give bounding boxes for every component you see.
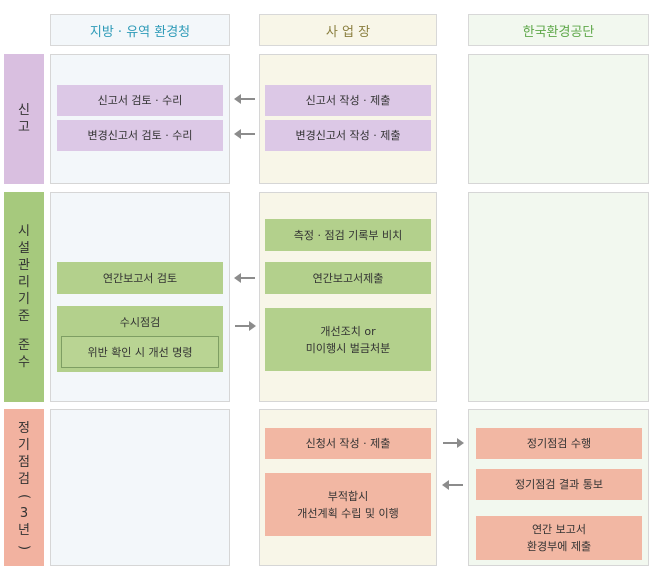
row-label-char: 점 <box>18 454 30 470</box>
box-inspection-result: 정기점검 결과 통보 <box>476 469 642 500</box>
row-label-char: 설 <box>18 241 30 256</box>
box-periodic-inspection: 정기점검 수행 <box>476 428 642 459</box>
row-label-char: 준 <box>18 338 30 353</box>
box-annual-submit: 연간보고서제출 <box>265 262 431 294</box>
panel-corp-report <box>468 54 649 184</box>
box-report-write: 신고서 작성 · 제출 <box>265 85 431 116</box>
row-label-char: 리 <box>18 275 30 290</box>
box-inspection-group: 수시점검 위반 확인 시 개선 명령 <box>57 306 223 372</box>
header-korea-env-corp: 한국환경공단 <box>468 14 649 46</box>
row-label-char: 수 <box>18 355 30 370</box>
box-change-report-write: 변경신고서 작성 · 제출 <box>265 120 431 151</box>
box-annual-report-ministry: 연간 보고서 환경부에 제출 <box>476 516 642 560</box>
panel-workplace-report <box>259 54 437 184</box>
row-label-char: 신 <box>18 103 30 118</box>
box-report-review: 신고서 검토 · 수리 <box>57 85 223 116</box>
box-application-submit: 신청서 작성 · 제출 <box>265 428 431 459</box>
row-label-char: 시 <box>18 224 30 239</box>
arrow-left-icon <box>234 129 255 139</box>
arrow-left-icon <box>234 273 255 283</box>
row-label-char: 기 <box>18 437 30 453</box>
row-label-char: ) <box>16 544 32 550</box>
box-inspection: 수시점검 <box>119 315 161 329</box>
row-label-char: 기 <box>18 292 30 307</box>
row-label-char: 준 <box>18 309 30 324</box>
box-corrective-fine: 개선조치 or 미이행시 벌금처분 <box>265 308 431 371</box>
box-record-book: 측정 · 점검 기록부 비치 <box>265 219 431 251</box>
arrow-left-icon <box>442 480 463 490</box>
row-label-char <box>18 325 30 337</box>
row-label-char: 정 <box>18 420 30 436</box>
box-change-report-review: 변경신고서 검토 · 수리 <box>57 120 223 151</box>
arrow-right-icon <box>235 321 256 331</box>
box-violation-order: 위반 확인 시 개선 명령 <box>61 336 219 368</box>
box-improvement-plan: 부적합시 개선계획 수립 및 이행 <box>265 473 431 536</box>
arrow-right-icon <box>443 438 464 448</box>
row-label-char: 3 <box>19 505 29 521</box>
panel-office-report <box>50 54 230 184</box>
row-label-char: 관 <box>18 258 30 273</box>
row-label-char: ( <box>16 493 32 499</box>
arrow-left-icon <box>234 94 255 104</box>
header-region-office: 지방 · 유역 환경청 <box>50 14 230 46</box>
header-workplace: 사 업 장 <box>259 14 437 46</box>
panel-corp-facility <box>468 192 649 402</box>
panel-office-periodic <box>50 409 230 566</box>
box-annual-review: 연간보고서 검토 <box>57 262 223 294</box>
row-label-char: 고 <box>18 120 30 135</box>
row-label-char: 검 <box>18 471 30 487</box>
row-label-char: 년 <box>18 522 30 538</box>
